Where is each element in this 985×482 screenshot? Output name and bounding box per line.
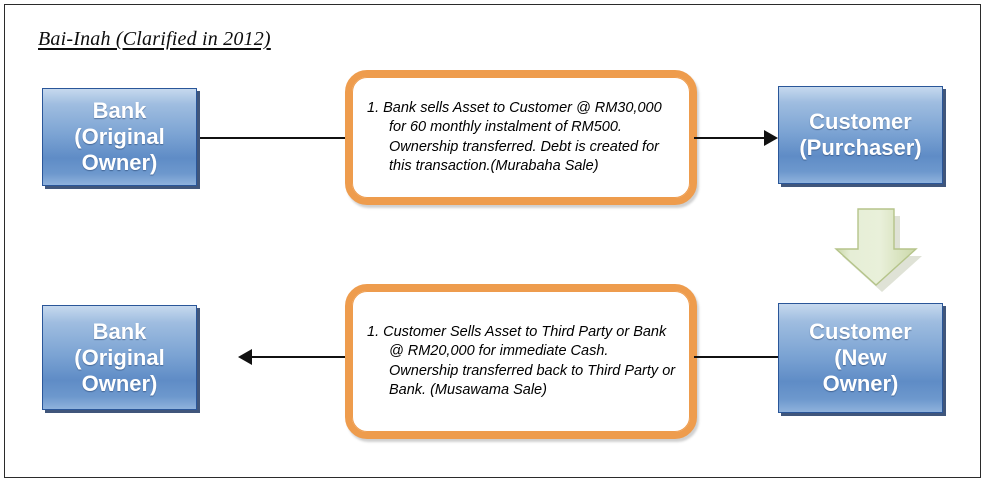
connector-customer-new-owner-to-callout-2 — [694, 356, 782, 358]
node-bank-top-line3: Owner) — [81, 150, 158, 175]
green-down-block-arrow — [828, 205, 938, 293]
arrowhead-left-to-bank-original-owner — [238, 349, 252, 365]
connector-callout-1-to-customer — [694, 137, 766, 139]
arrowhead-right-to-customer-purchaser — [764, 130, 778, 146]
node-customer-top-line2: (Purchaser) — [799, 135, 922, 160]
node-bank-original-owner-bottom[interactable]: Bank (Original Owner) — [42, 305, 197, 410]
connector-callout-2-to-bank — [252, 356, 348, 358]
node-customer-top-line1: Customer — [809, 109, 912, 134]
node-bank-bottom-line1: Bank — [92, 318, 147, 344]
node-bank-original-owner-top[interactable]: Bank (Original Owner) — [42, 88, 197, 186]
node-bank-top-line1: Bank — [92, 98, 147, 123]
node-bank-bottom-line3: Owner) — [81, 370, 158, 396]
node-customer-bottom-line2: (New — [834, 345, 887, 370]
node-customer-bottom-line1: Customer — [809, 319, 912, 344]
node-bank-top-line2: (Original — [74, 124, 165, 149]
callout-step-1-murabaha[interactable]: 1. Bank sells Asset to Customer @ RM30,0… — [345, 70, 697, 205]
diagram-title: Bai-Inah (Clarified in 2012) — [38, 28, 271, 50]
node-customer-new-owner[interactable]: Customer (New Owner) — [778, 303, 943, 413]
node-customer-purchaser[interactable]: Customer (Purchaser) — [778, 86, 943, 184]
callout-step-1-inner: 1. Bank sells Asset to Customer @ RM30,0… — [352, 77, 690, 198]
callout-step-1-text: 1. Bank sells Asset to Customer @ RM30,0… — [367, 99, 662, 175]
node-bank-bottom-line2: (Original — [74, 344, 165, 370]
node-customer-bottom-line3: Owner) — [822, 371, 899, 396]
callout-step-2-inner: 1. Customer Sells Asset to Third Party o… — [352, 291, 690, 432]
callout-step-2-musawama[interactable]: 1. Customer Sells Asset to Third Party o… — [345, 284, 697, 439]
connector-bank-to-callout-1 — [200, 137, 348, 139]
callout-step-2-text: 1. Customer Sells Asset to Third Party o… — [367, 323, 676, 399]
